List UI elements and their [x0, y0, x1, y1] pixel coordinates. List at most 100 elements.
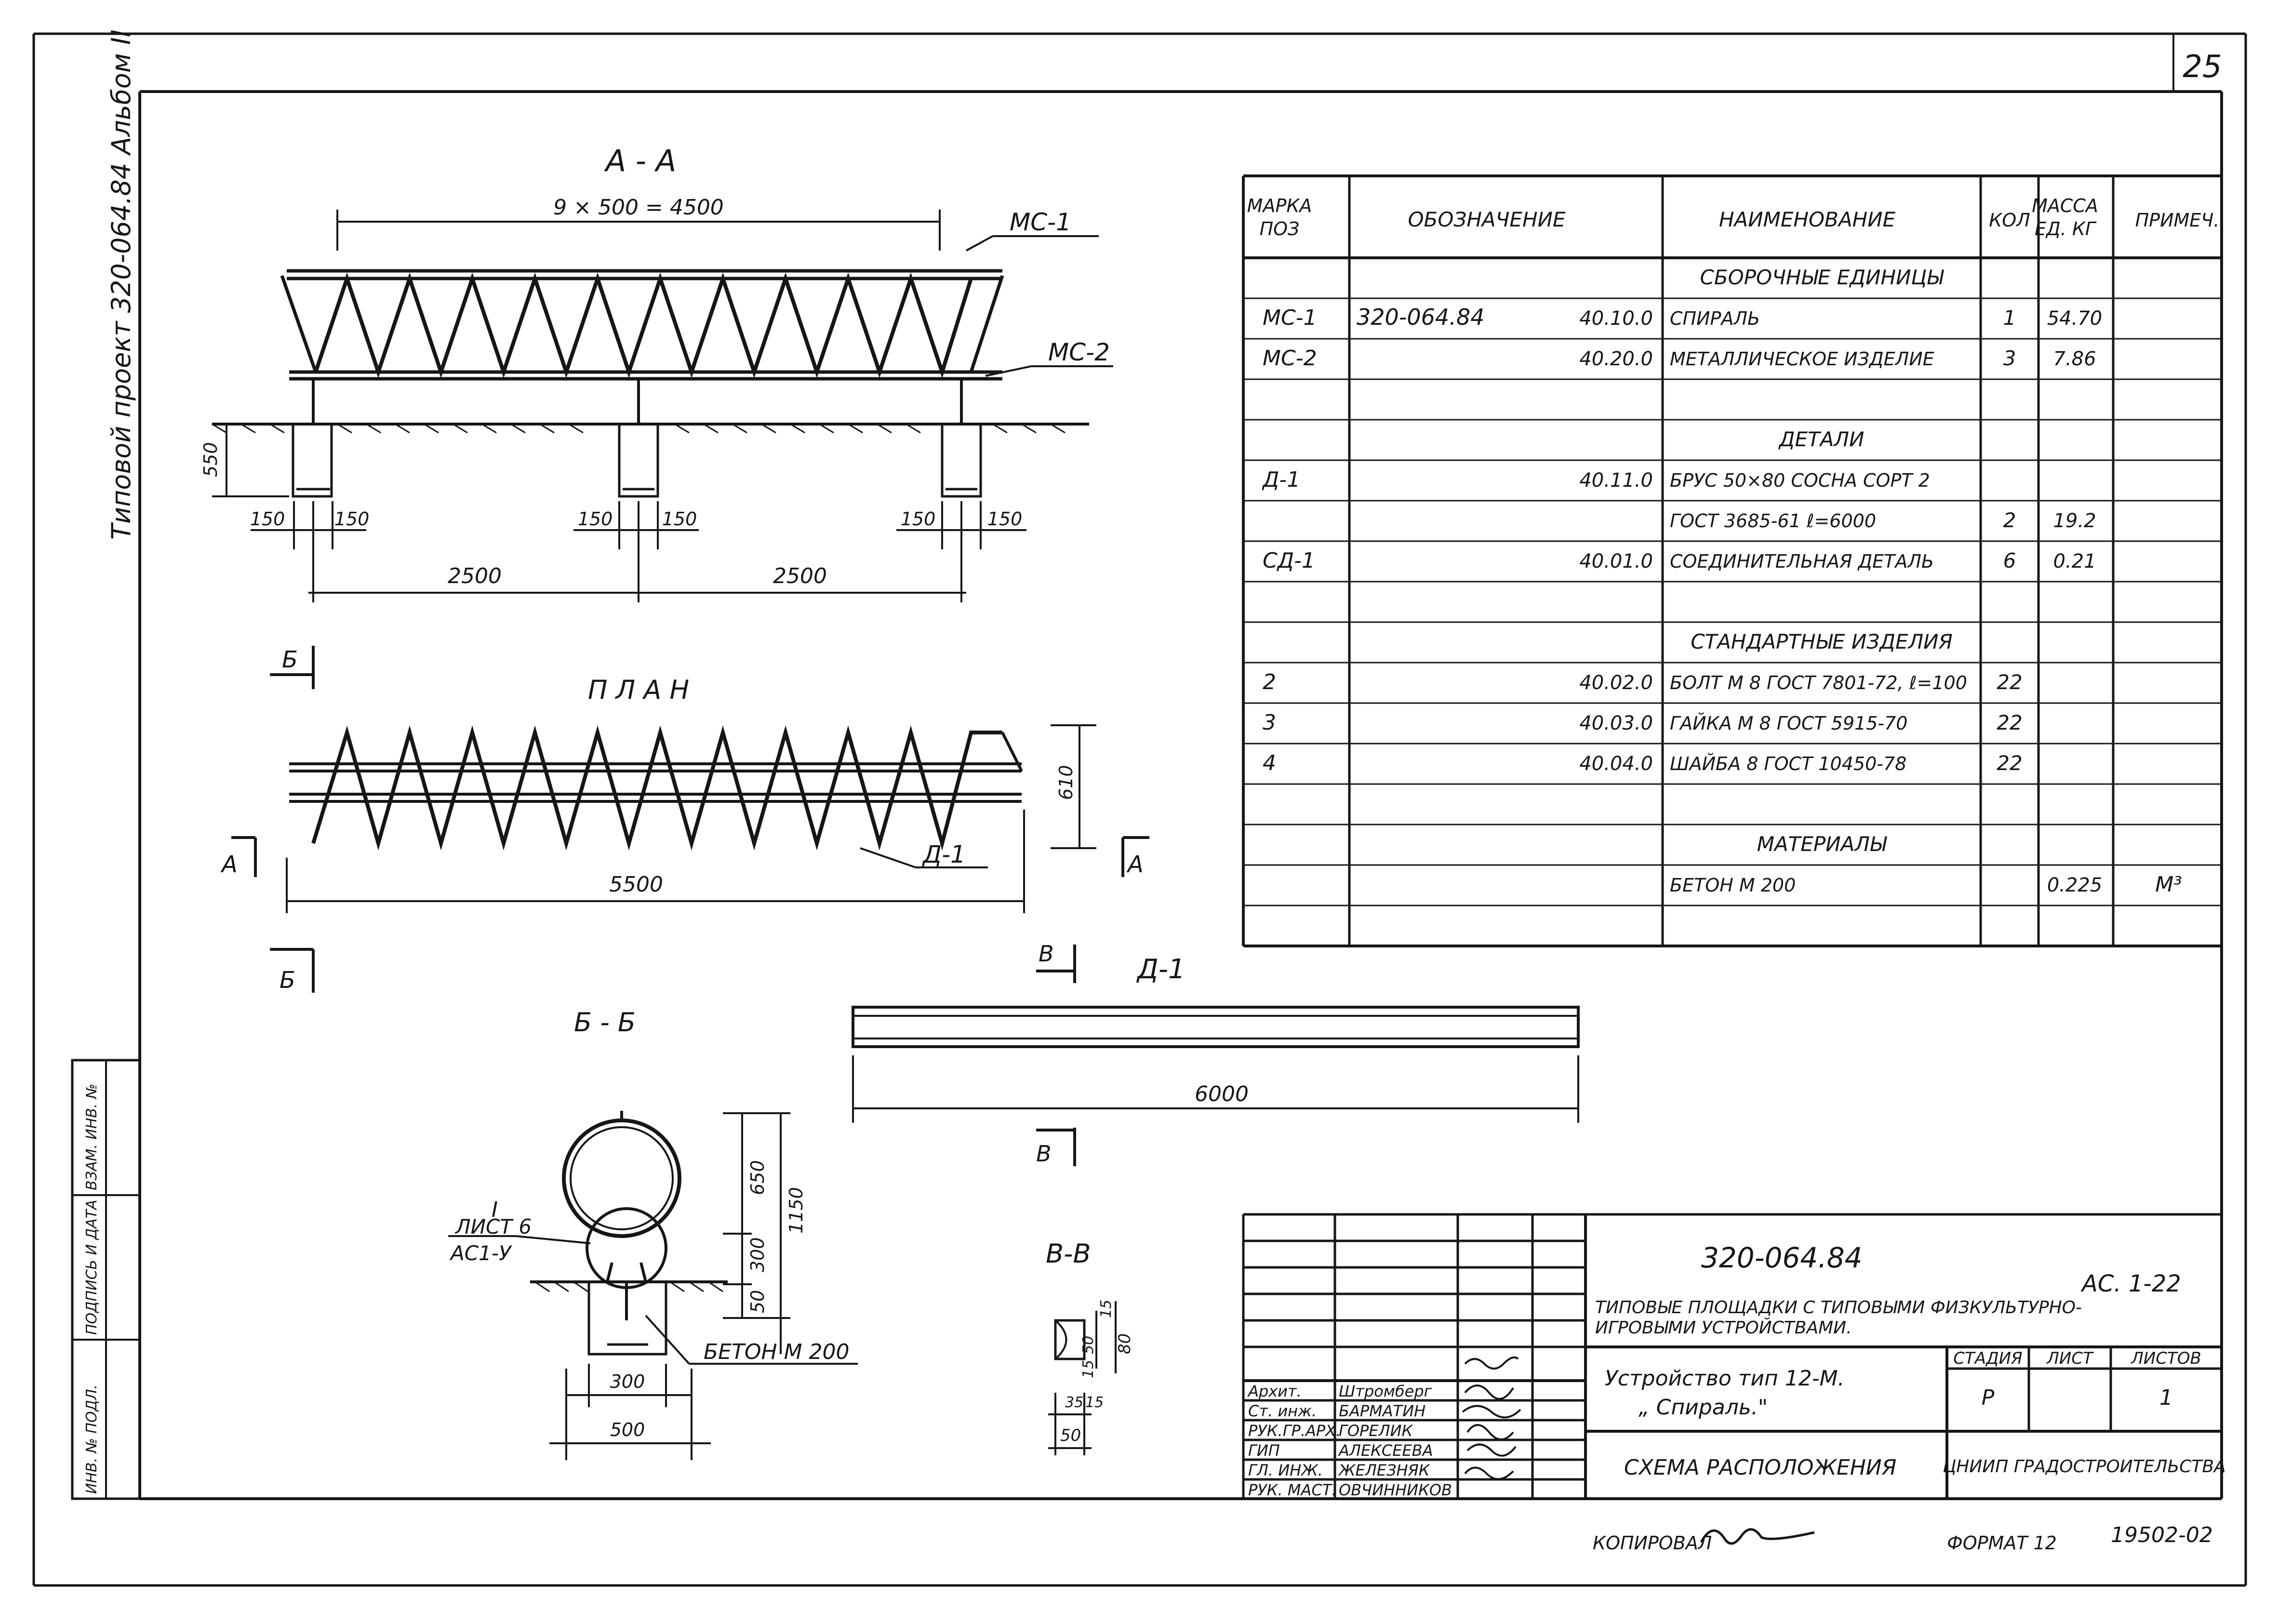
tb-staff-role: ГЛ. ИНЖ. [1248, 1461, 1323, 1479]
spec-cell-note: М³ [2155, 872, 2182, 897]
d1-cut-top: В [1039, 941, 1054, 967]
bb-dim-650: 650 [747, 1160, 768, 1195]
spec-group-heading: МАТЕРИАЛЫ [1757, 832, 1887, 856]
spec-cell-qty: 22 [1997, 711, 2022, 734]
tb-doc-code: 320-064.84 [1701, 1241, 1863, 1274]
spec-row: СТАНДАРТНЫЕ ИЗДЕЛИЯ [1691, 630, 1953, 653]
vv-dim-b3: 50 [1060, 1426, 1081, 1445]
view-vv: В-В 15 50 15 80 35 15 50 [1046, 1238, 1134, 1455]
aa-callout-ms1: МС-1 [1010, 208, 1071, 236]
aa-small-dim-3: 150 [578, 508, 613, 530]
aa-small-dim-2: 150 [334, 508, 370, 530]
d1-cut-bottom: В [1036, 1141, 1052, 1167]
tb-staff-role: Архит. [1247, 1382, 1302, 1400]
aa-height-dim: 550 [200, 442, 221, 477]
spec-cell-mass: 0.225 [2047, 874, 2103, 896]
stamp-sign-label: ПОДПИСЬ И ДАТА [83, 1200, 100, 1335]
spec-cell-qty: 6 [2003, 549, 2016, 572]
tb-sheet-header: ЛИСТ [2046, 1349, 2094, 1368]
plan-spiral-zigzag [311, 725, 1002, 851]
bb-concrete: БЕТОН М 200 [704, 1340, 850, 1364]
tb-sheets-header: ЛИСТОВ [2130, 1349, 2201, 1368]
spec-header-note: ПРИМЕЧ. [2135, 210, 2220, 231]
plan-cut-b-bottom: Б [280, 967, 295, 994]
tb-copied-signature [1700, 1528, 1815, 1545]
spec-row: СБОРОЧНЫЕ ЕДИНИЦЫ [1700, 266, 1945, 289]
plan-cut-b-top: Б [282, 646, 298, 673]
spec-cell-mark: 3 [1263, 710, 1276, 735]
spec-cell-mark: 4 [1263, 751, 1276, 775]
spec-cell-mark: Д-1 [1262, 467, 1300, 492]
vv-dim-b1: 35 [1065, 1394, 1083, 1411]
tb-order-no: 19502-02 [2111, 1523, 2213, 1547]
aa-small-dim-1: 150 [250, 508, 285, 530]
tb-staff-name: АЛЕКСЕЕВА [1338, 1441, 1433, 1460]
vv-dim-r4: 80 [1115, 1333, 1134, 1354]
spec-cell-mark: МС-1 [1263, 306, 1317, 330]
spec-cell-code-b: 40.11.0 [1579, 469, 1653, 492]
view-bb: Б - Б I ЛИСТ 6 АС1-У [448, 1007, 858, 1460]
aa-callout-ms2: МС-2 [1048, 338, 1110, 366]
spec-cell-qty: 3 [2003, 346, 2016, 370]
tb-staff-name: ГОРЕЛИК [1339, 1422, 1413, 1440]
spec-cell-name: СОЕДИНИТЕЛЬНАЯ ДЕТАЛЬ [1670, 551, 1934, 572]
spec-cell-mark: СД-1 [1263, 548, 1315, 573]
tb-copied: КОПИРОВАЛ [1593, 1532, 1712, 1554]
bb-dim-1150: 1150 [786, 1187, 807, 1234]
spec-header-code: ОБОЗНАЧЕНИЕ [1408, 208, 1566, 231]
view-plan: П Л А Н Б Б А А [220, 646, 1149, 994]
tb-staff-role: РУК. МАСТ. [1248, 1481, 1336, 1499]
spec-row: БЕТОН М 200 0.225 М³ [1670, 872, 2182, 897]
aa-small-dim-4: 150 [662, 508, 697, 530]
vv-title: В-В [1046, 1238, 1091, 1269]
spec-cell-name: ГОСТ 3685-61 ℓ=6000 [1670, 510, 1876, 532]
spec-cell-code-b: 40.03.0 [1579, 712, 1653, 734]
aa-small-dim-6: 150 [987, 508, 1023, 530]
tb-device-line1: Устройство тип 12-М. [1605, 1366, 1845, 1391]
spec-group-heading: СБОРОЧНЫЕ ЕДИНИЦЫ [1700, 266, 1945, 289]
bb-dim-300h: 300 [610, 1371, 645, 1392]
tb-sheets: 1 [2159, 1385, 2173, 1410]
spec-header-name: НАИМЕНОВАНИЕ [1719, 208, 1896, 231]
vv-dim-r2: 50 [1080, 1336, 1097, 1354]
bb-sheet-ref: ЛИСТ 6 [454, 1215, 532, 1238]
spec-cell-name: БЕТОН М 200 [1670, 875, 1796, 896]
tb-description: ТИПОВЫЕ ПЛОЩАДКИ С ТИПОВЫМИ ФИЗКУЛЬТУРНО… [1595, 1298, 2087, 1338]
spec-cell-name: МЕТАЛЛИЧЕСКОЕ ИЗДЕЛИЕ [1670, 348, 1934, 370]
spec-group-heading: ДЕТАЛИ [1778, 427, 1865, 451]
tb-format: ФОРМАТ 12 [1947, 1532, 2057, 1554]
spec-cell-name: БРУС 50×80 СОСНА СОРТ 2 [1670, 470, 1930, 491]
spec-group-heading: СТАНДАРТНЫЕ ИЗДЕЛИЯ [1691, 630, 1953, 653]
spec-cell-mark: МС-2 [1263, 346, 1317, 371]
spec-cell-code-b: 40.20.0 [1579, 348, 1653, 370]
spec-cell-name: БОЛТ М 8 ГОСТ 7801-72, ℓ=100 [1670, 672, 1967, 693]
view-aa: А - А 9 × 500 = 4500 [200, 143, 1113, 602]
spec-header-qty: КОЛ [1989, 210, 2030, 231]
spec-cell-code-a: 320-064.84 [1357, 304, 1484, 330]
tb-staff-name: БАРМАТИН [1339, 1402, 1425, 1420]
spec-cell-mass: 54.70 [2047, 307, 2103, 330]
aa-span-1: 2500 [448, 564, 502, 588]
spec-cell-qty: 22 [1997, 751, 2022, 775]
aa-spiral-zigzag [314, 272, 973, 379]
vv-dim-b2: 15 [1085, 1394, 1104, 1411]
bb-dim-300v: 300 [747, 1237, 768, 1272]
spec-row: ДЕТАЛИ [1778, 427, 1865, 451]
bb-ring-label: I [492, 1198, 498, 1222]
tb-staff-role: РУК.ГР.АРХ. [1248, 1422, 1341, 1440]
view-aa-title: А - А [604, 143, 677, 178]
tb-org: ЦНИИП ГРАДОСТРОИТЕЛЬСТВА [1943, 1457, 2225, 1477]
aa-small-dim-5: 150 [901, 508, 936, 530]
spec-cell-qty: 2 [2003, 508, 2016, 532]
spec-cell-code-b: 40.01.0 [1579, 550, 1653, 572]
spec-row: МАТЕРИАЛЫ [1757, 832, 1887, 856]
d1-length-dim: 6000 [1195, 1082, 1249, 1106]
tb-staff-name: ОВЧИННИКОВ [1339, 1481, 1452, 1499]
